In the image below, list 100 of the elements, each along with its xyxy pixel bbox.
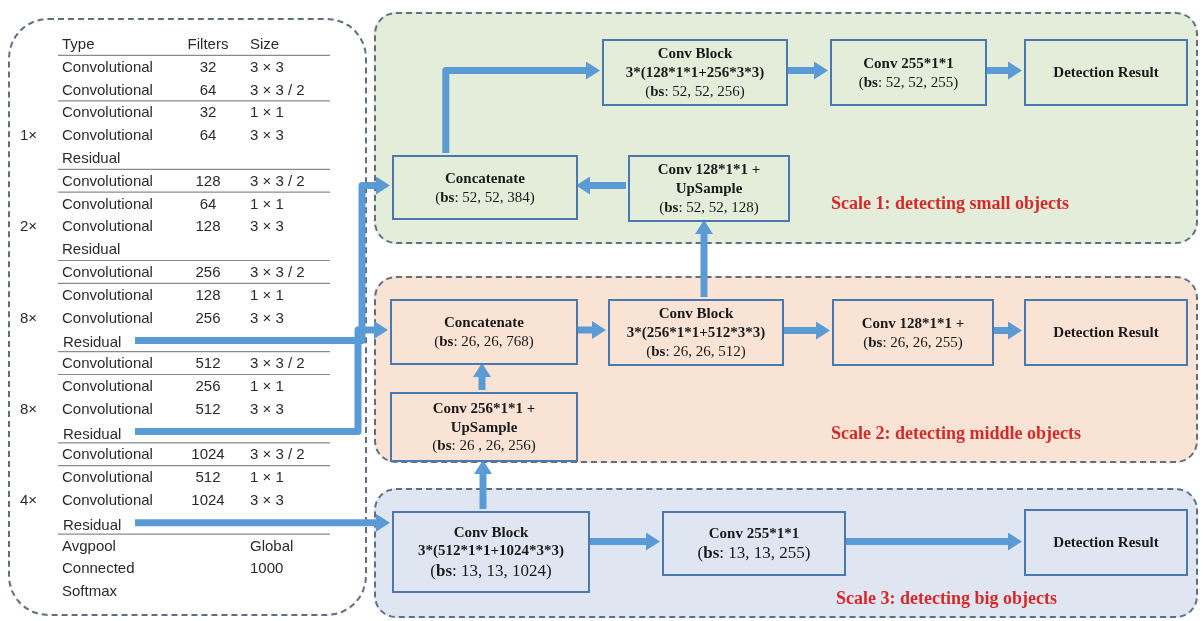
table-text: 1 × 1 xyxy=(250,284,284,305)
table-text: 256 xyxy=(194,262,222,282)
arrow xyxy=(695,220,713,297)
table-text: Convolutional xyxy=(62,79,153,100)
column-header: Filters xyxy=(186,34,230,54)
box-text: Concatenate xyxy=(445,168,525,188)
process-box xyxy=(830,39,987,106)
process-box xyxy=(662,511,846,576)
box-text: (bs: 26, 26, 768) xyxy=(434,332,534,351)
table-text: Convolutional xyxy=(62,193,153,214)
table-text: 512 xyxy=(194,467,222,488)
box-text: (bs: 26 , 26, 256) xyxy=(432,436,536,456)
table-text: 3 × 3 xyxy=(250,398,284,419)
table-text: 1 × 1 xyxy=(250,102,284,123)
table-text: 256 xyxy=(194,307,222,328)
table-text: 3 × 3 xyxy=(250,307,284,328)
table-text: 3 × 3 / 2 xyxy=(250,262,305,282)
table-text: Convolutional xyxy=(62,125,153,146)
table-text: 1024 xyxy=(190,444,226,465)
table-text: 512 xyxy=(194,398,222,419)
process-box xyxy=(1024,509,1188,576)
table-text: 3 × 3 / 2 xyxy=(250,79,305,100)
box-text: Conv Block xyxy=(453,522,529,542)
table-text: 64 xyxy=(198,193,218,214)
table-text: 1 × 1 xyxy=(250,193,284,214)
box-text: 3*(512*1*1+1024*3*3) xyxy=(417,541,564,561)
table-text: 512 xyxy=(194,353,222,374)
table-text: Convolutional xyxy=(62,398,153,419)
process-box xyxy=(390,299,578,365)
table-text: 3 × 3 xyxy=(250,490,284,510)
box-text: 3*(256*1*1+512*3*3) xyxy=(626,323,766,342)
repeat-count: 2× xyxy=(20,216,38,237)
process-box xyxy=(390,392,578,462)
arrow xyxy=(985,61,1022,80)
table-text: Residual xyxy=(62,239,121,260)
process-box xyxy=(608,299,784,366)
process-box xyxy=(602,39,788,106)
box-text: Detection Result xyxy=(1053,533,1159,552)
process-box xyxy=(392,511,590,593)
table-text: 1024 xyxy=(190,490,226,510)
table-text: 1 × 1 xyxy=(250,376,284,396)
repeat-count: 1× xyxy=(20,125,38,146)
arrow xyxy=(844,532,1022,551)
table-text: 64 xyxy=(198,125,218,146)
table-text: Residual xyxy=(62,148,121,168)
table-text: Convolutional xyxy=(62,216,153,237)
table-text: Convolutional xyxy=(62,284,153,305)
table-text: Convolutional xyxy=(62,170,153,191)
box-text: (bs: 26, 26, 512) xyxy=(646,341,746,361)
process-box xyxy=(832,299,994,366)
table-text: Residual xyxy=(63,514,137,535)
dashed-panel xyxy=(374,12,1198,244)
table-text: Residual xyxy=(63,332,137,353)
box-text: (bs: 13, 13, 255) xyxy=(697,542,811,564)
table-text: 3 × 3 / 2 xyxy=(250,353,305,374)
table-text: 128 xyxy=(194,170,222,191)
table-text: Convolutional xyxy=(62,490,153,510)
arrow xyxy=(588,532,660,551)
repeat-count: 8× xyxy=(20,398,38,419)
table-text: 1000 xyxy=(250,558,284,579)
column-header: Type xyxy=(62,34,95,54)
box-text: (bs: 13, 13, 1024) xyxy=(430,560,552,582)
table-text: 256 xyxy=(194,376,222,396)
box-text: (bs: 52, 52, 256) xyxy=(645,81,745,101)
table-text: Convolutional xyxy=(62,376,153,396)
arrow xyxy=(786,61,828,80)
table-text: 3 × 3 / 2 xyxy=(250,170,305,191)
table-text: 1 × 1 xyxy=(250,467,284,488)
process-box xyxy=(392,155,578,220)
process-box xyxy=(1024,39,1188,106)
box-text: (bs: 52, 52, 384) xyxy=(435,187,535,207)
table-text: Softmax xyxy=(62,581,118,602)
box-text: (bs: 52, 52, 255) xyxy=(858,72,959,92)
table-text: Convolutional xyxy=(62,262,153,282)
panel-title: Scale 2: detecting middle objects xyxy=(831,422,1081,445)
box-text: Concatenate xyxy=(444,313,524,332)
table-text: 32 xyxy=(198,102,218,123)
table-text: Convolutional xyxy=(62,467,153,488)
table-text: Avgpool xyxy=(62,535,116,556)
arrow xyxy=(992,321,1022,340)
column-header: Size xyxy=(250,34,280,54)
table-text: 3 × 3 xyxy=(250,216,284,237)
panel-title: Scale 3: detecting big objects xyxy=(836,587,1057,610)
box-text: Detection Result xyxy=(1053,323,1159,342)
table-text: 3 × 3 / 2 xyxy=(250,444,305,465)
arrow xyxy=(782,321,830,340)
table-text: Connected xyxy=(62,558,135,579)
table-text: 128 xyxy=(194,284,222,305)
box-text: Conv Block xyxy=(657,44,733,64)
box-text: Detection Result xyxy=(1053,63,1159,82)
table-text: 3 × 3 xyxy=(250,56,284,77)
table-text: 3 × 3 xyxy=(250,125,284,146)
table-text: Global xyxy=(250,535,294,556)
box-text: (bs: 52, 52, 128) xyxy=(659,197,759,217)
box-text: (bs: 26, 26, 255) xyxy=(863,332,963,352)
table-text: Residual xyxy=(63,423,137,444)
table-text: Convolutional xyxy=(62,56,153,77)
table-text: Convolutional xyxy=(62,353,153,374)
table-text: 32 xyxy=(198,56,218,77)
box-text: Conv 128*1*1 + xyxy=(861,313,965,333)
